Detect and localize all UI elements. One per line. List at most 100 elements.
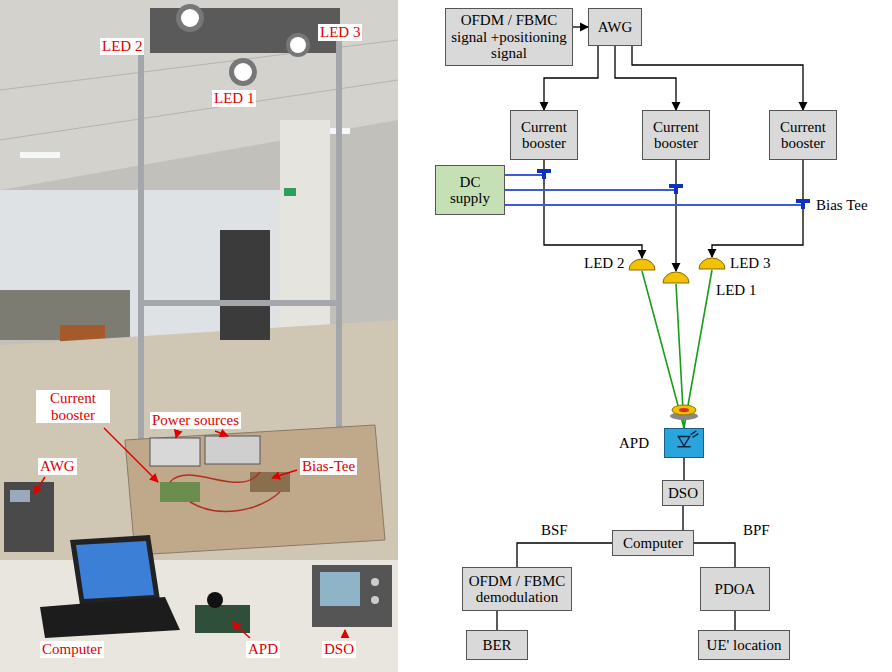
- connector: [517, 543, 612, 567]
- pdoa-box: PDOA: [700, 567, 770, 611]
- dso-instrument: [312, 565, 392, 627]
- bench: [0, 560, 398, 672]
- node-label: UE' location: [707, 637, 782, 654]
- connector: [734, 611, 735, 630]
- connector: [642, 271, 684, 428]
- connector: [544, 160, 642, 258]
- led-housing: [286, 33, 310, 57]
- dso-screen: [320, 572, 360, 606]
- connector: [712, 160, 803, 257]
- node-text-block: Computer: [623, 535, 683, 552]
- photodiode-symbol: [677, 431, 698, 447]
- node-label: BER: [482, 637, 511, 654]
- node-label: OFDM / FBMC demodulation: [467, 573, 567, 606]
- node-text-block: DSO: [668, 485, 698, 502]
- apd-board: [195, 605, 250, 633]
- laptop-screen-frame: [70, 535, 160, 605]
- led-dome: [698, 257, 726, 270]
- leader-line: [34, 477, 45, 494]
- node-label: Current booster: [515, 119, 573, 152]
- led-light: [234, 63, 252, 81]
- lens-center: [679, 408, 689, 412]
- node-label: AWG: [598, 19, 633, 36]
- dso-box: DSO: [662, 480, 704, 506]
- leader-line: [215, 431, 228, 436]
- led-dome-shape: [699, 258, 725, 269]
- node-label: OFDM / FBMC signal +positioning signal: [450, 12, 568, 62]
- node-label: LED 3: [730, 255, 770, 272]
- awg-box: AWG: [588, 8, 642, 46]
- ber-box: BER: [466, 630, 528, 660]
- power-source: [205, 436, 260, 464]
- photo-background: [0, 0, 398, 672]
- dc-wire: [505, 204, 803, 206]
- connector: [632, 46, 803, 110]
- led-light: [290, 37, 306, 53]
- node-label: DC supply: [440, 174, 500, 207]
- node-text-block: OFDM / FBMC signal +positioning signal: [450, 12, 568, 62]
- computer-box: Computer: [612, 530, 694, 556]
- edge-label: BSF: [540, 522, 569, 539]
- node-label: APD: [619, 435, 649, 452]
- led-housing: [176, 4, 204, 32]
- node-label: DSO: [668, 485, 698, 502]
- node-label: LED 1: [716, 282, 756, 299]
- cables: [170, 472, 280, 511]
- leader-line: [232, 622, 250, 638]
- led-dome: [628, 258, 656, 271]
- connector: [615, 46, 676, 110]
- current-booster-box: Current booster: [769, 110, 837, 160]
- leader-line: [344, 630, 346, 638]
- node-text-block: OFDM / FBMC demodulation: [467, 573, 567, 606]
- led-emitter: LED 3: [698, 257, 726, 270]
- connector: [694, 543, 735, 567]
- leader-line: [176, 431, 178, 438]
- frame-pole: [336, 40, 342, 450]
- receiver-lens: [672, 405, 696, 415]
- photo-callout: Current booster: [36, 390, 110, 423]
- dso-knob: [371, 578, 379, 586]
- node-text-block: AWG: [598, 19, 633, 36]
- lab-photo: [0, 0, 398, 672]
- dc-supply-box: DC supply: [435, 165, 505, 215]
- node-text-block: DC supply: [440, 174, 500, 207]
- node-label: Computer: [623, 535, 683, 552]
- photo-callout: LED 2: [100, 38, 144, 55]
- photo-callout: APD: [246, 641, 280, 658]
- led-dome: [662, 271, 690, 284]
- bias-tee-board: [250, 472, 290, 492]
- current-booster-box: Current booster: [510, 110, 578, 160]
- exit-sign: [284, 188, 296, 196]
- awg-instrument: [4, 482, 54, 552]
- bias-tee-label: Bias Tee: [816, 197, 868, 214]
- node-text-block: UE' location: [707, 637, 782, 654]
- dso-knob: [371, 596, 379, 604]
- awg-display: [10, 490, 30, 502]
- equipment-platform: [125, 425, 385, 555]
- photo-callout: LED 1: [212, 90, 256, 107]
- laptop-screen: [76, 541, 154, 599]
- power-source: [150, 438, 200, 466]
- server-rack: [220, 230, 270, 340]
- apd-detector: APD: [664, 428, 704, 458]
- apd-mount: [207, 592, 223, 608]
- led-emitter: LED 2: [628, 258, 656, 271]
- bias-tee-symbol: [669, 186, 683, 194]
- leader-line: [104, 428, 158, 482]
- photo-callout: Computer: [40, 641, 104, 658]
- laptop-base: [40, 597, 180, 638]
- location-box: UE' location: [698, 630, 790, 660]
- photodiode-icon: [665, 429, 703, 457]
- ceiling-light: [20, 152, 60, 158]
- photo-callout: Bias-Tee: [300, 458, 357, 475]
- node-label: PDOA: [715, 581, 756, 598]
- photo-callout: AWG: [38, 458, 77, 475]
- connector: [683, 458, 684, 480]
- led-light: [181, 9, 199, 27]
- signal-source-box: OFDM / FBMC signal +positioning signal: [445, 8, 573, 66]
- leader-line: [272, 470, 297, 478]
- frame-pole: [138, 40, 144, 460]
- node-label: Current booster: [647, 119, 705, 152]
- photo-callout: Power sources: [150, 412, 241, 429]
